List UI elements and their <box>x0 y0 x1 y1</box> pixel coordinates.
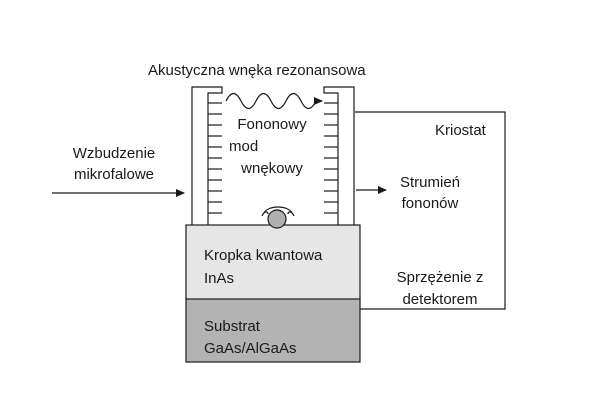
phonon-flux-line-1: Strumień <box>399 174 461 191</box>
cavity-mode-line-3: wnękowy <box>241 160 303 177</box>
quantum-dot <box>267 209 287 229</box>
substrate-label: Substrat GaAs/AlGaAs <box>204 316 297 360</box>
cryostat-loop <box>355 111 506 310</box>
excitation-label: Wzbudzenie mikrofalowe <box>64 143 164 185</box>
excitation-line-2: mikrofalowe <box>73 166 155 183</box>
quantum-dot-line-1: Kropka kwantowa <box>204 247 323 264</box>
phonon-flux-line-2: fononów <box>401 195 459 212</box>
dot-coupling-arc <box>261 211 295 217</box>
cavity-mode-line-1: Fononowy <box>237 116 307 133</box>
left-mirror-layers <box>208 102 222 214</box>
phonon-mode-wave <box>225 92 323 110</box>
detector-coupling-line-2: detektorem <box>402 291 478 308</box>
cavity-mode-label: Fononowy mod wnękowy <box>222 114 322 180</box>
left-mirror <box>191 86 223 225</box>
cavity-title: Akustyczna wnęka rezonansowa <box>148 62 366 79</box>
quantum-dot-line-2: InAs <box>204 270 235 287</box>
detector-coupling-label: Sprzężenie z detektorem <box>382 267 498 311</box>
excitation-line-1: Wzbudzenie <box>72 145 156 162</box>
dot-arc <box>263 206 293 214</box>
substrate-line-1: Substrat <box>204 318 260 335</box>
substrate-layer <box>185 297 361 363</box>
right-mirror-layers <box>324 102 338 214</box>
detector-coupling-line-1: Sprzężenie z <box>396 269 484 286</box>
phonon-flux-label: Strumień fononów <box>380 172 480 214</box>
quantum-dot-layer <box>185 224 361 300</box>
quantum-dot-label: Kropka kwantowa InAs <box>204 244 322 290</box>
cavity-mode-line-2: mod <box>229 138 259 155</box>
substrate-line-2: GaAs/AlGaAs <box>204 340 297 357</box>
cryostat-label: Kriostat <box>435 122 486 139</box>
right-mirror <box>323 86 355 225</box>
